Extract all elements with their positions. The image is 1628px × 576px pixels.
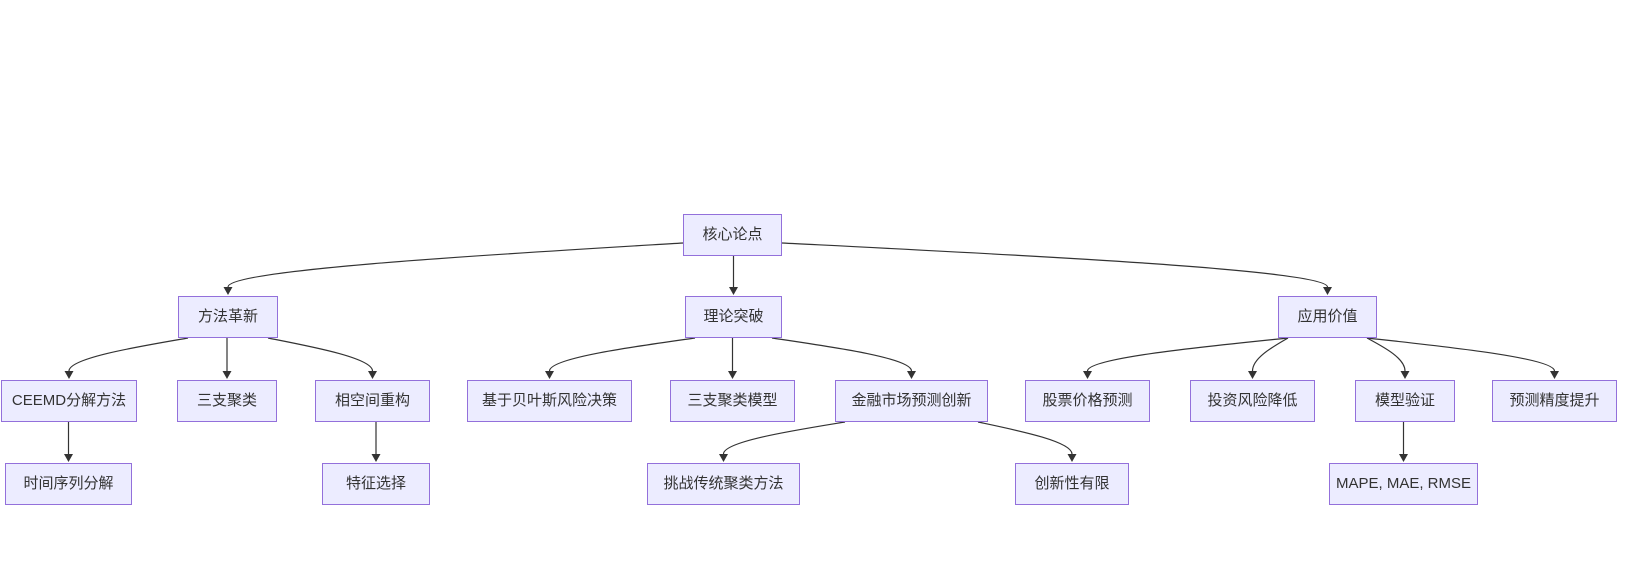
node-label-metrics: MAPE, MAE, RMSE — [1335, 475, 1472, 492]
arrowhead-value-modelval — [1400, 371, 1410, 379]
node-label-phase: 相空间重构 — [334, 392, 410, 409]
node-label-core: 核心论点 — [702, 226, 763, 243]
edge-theory-bayes — [548, 337, 696, 372]
diagram-node-theory: 理论突破 — [685, 296, 782, 338]
node-label-limited: 创新性有限 — [1034, 475, 1110, 492]
diagram-node-stock: 股票价格预测 — [1025, 380, 1150, 422]
edge-core-method — [227, 242, 684, 288]
node-label-twcmodel: 三支聚类模型 — [687, 392, 778, 409]
diagram-node-metrics: MAPE, MAE, RMSE — [1329, 463, 1478, 505]
node-label-theory: 理论突破 — [703, 308, 764, 325]
node-label-invest: 投资风险降低 — [1207, 392, 1298, 409]
arrowhead-core-value — [1323, 287, 1332, 295]
arrowhead-phase-featsel — [371, 454, 381, 462]
arrowhead-value-precision — [1550, 371, 1559, 379]
diagram-node-phase: 相空间重构 — [315, 380, 430, 422]
arrowhead-value-stock — [1083, 371, 1092, 379]
node-label-bayes: 基于贝叶斯风险决策 — [481, 392, 617, 409]
node-label-tsdecomp: 时间序列分解 — [23, 475, 114, 492]
node-label-challenge: 挑战传统聚类方法 — [663, 475, 784, 492]
arrowhead-theory-fininnov — [907, 371, 916, 379]
diagram-node-fininnov: 金融市场预测创新 — [835, 380, 988, 422]
node-label-method: 方法革新 — [197, 308, 258, 325]
diagram-node-challenge: 挑战传统聚类方法 — [647, 463, 800, 505]
diagram-node-ceemd: CEEMD分解方法 — [1, 380, 137, 422]
node-label-fininnov: 金融市场预测创新 — [851, 392, 972, 409]
edge-theory-fininnov — [771, 337, 913, 372]
arrowhead-method-phase — [368, 371, 377, 379]
edge-value-precision — [1366, 337, 1556, 372]
arrowhead-value-invest — [1248, 371, 1257, 379]
node-label-precision: 预测精度提升 — [1509, 392, 1600, 409]
arrowhead-fininnov-limited — [1067, 454, 1077, 462]
diagram-node-limited: 创新性有限 — [1015, 463, 1129, 505]
arrowhead-modelval-metrics — [1399, 454, 1408, 462]
node-label-ceemd: CEEMD分解方法 — [11, 392, 127, 409]
arrowhead-method-threeway — [222, 371, 232, 379]
edge-fininnov-challenge — [722, 421, 846, 455]
node-label-threeway: 三支聚类 — [196, 392, 257, 409]
edge-method-phase — [267, 337, 374, 372]
diagram-node-tsdecomp: 时间序列分解 — [5, 463, 132, 505]
node-label-featsel: 特征选择 — [345, 475, 406, 492]
diagram-node-core: 核心论点 — [683, 214, 782, 256]
arrowhead-ceemd-tsdecomp — [64, 454, 73, 462]
diagram-node-method: 方法革新 — [178, 296, 278, 338]
diagram-node-precision: 预测精度提升 — [1492, 380, 1617, 422]
edge-fininnov-limited — [977, 421, 1073, 455]
diagram-node-value: 应用价值 — [1278, 296, 1377, 338]
arrowhead-core-theory — [729, 287, 738, 295]
diagram-node-bayes: 基于贝叶斯风险决策 — [467, 380, 632, 422]
arrowhead-theory-bayes — [545, 371, 554, 379]
diagram-node-threeway: 三支聚类 — [177, 380, 277, 422]
arrowhead-method-ceemd — [64, 371, 74, 379]
edge-value-modelval — [1366, 337, 1406, 372]
arrowhead-theory-twcmodel — [728, 371, 737, 379]
edge-value-invest — [1251, 337, 1289, 372]
arrowhead-core-method — [223, 287, 233, 295]
diagram-node-featsel: 特征选择 — [322, 463, 430, 505]
node-label-value: 应用价值 — [1297, 308, 1358, 325]
diagram-node-invest: 投资风险降低 — [1190, 380, 1315, 422]
edge-method-ceemd — [68, 337, 189, 372]
diagram-node-twcmodel: 三支聚类模型 — [670, 380, 795, 422]
node-label-stock: 股票价格预测 — [1042, 392, 1133, 409]
edge-core-value — [781, 242, 1329, 288]
diagram-node-modelval: 模型验证 — [1355, 380, 1455, 422]
edge-value-stock — [1086, 337, 1289, 372]
node-label-modelval: 模型验证 — [1374, 392, 1435, 409]
arrowhead-fininnov-challenge — [719, 454, 728, 462]
